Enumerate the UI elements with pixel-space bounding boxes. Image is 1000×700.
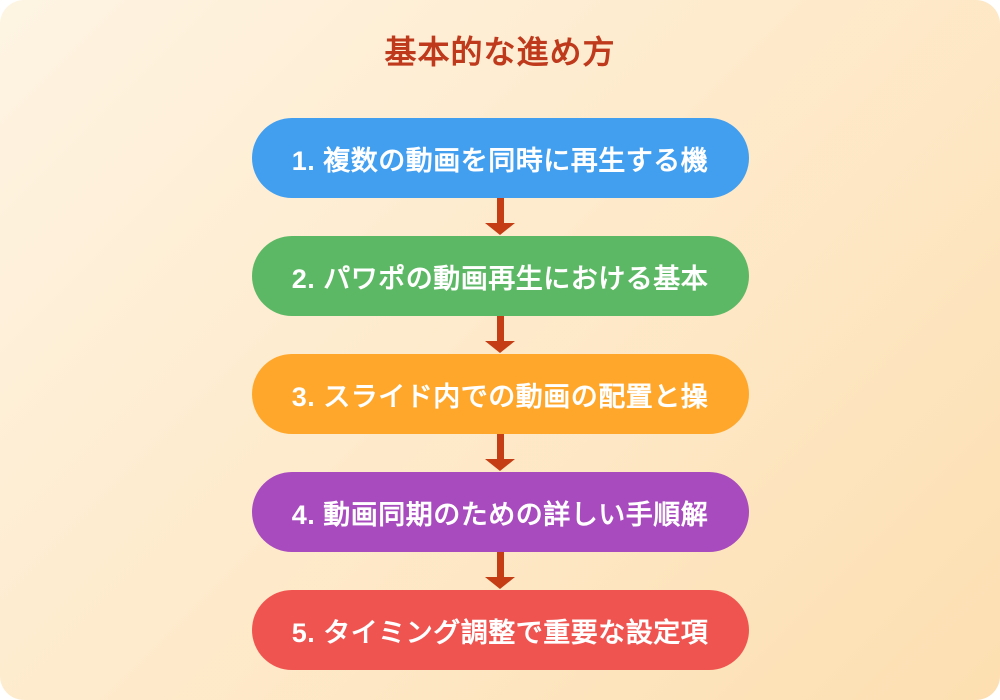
flow-step-label: 2. パワポの動画再生における基本 xyxy=(291,263,709,294)
flow-step-1: 1. 複数の動画を同時に再生する機 xyxy=(251,118,749,198)
flow-step-label: 3. スライド内での動画の配置と操 xyxy=(291,381,709,412)
arrow-stem xyxy=(496,552,504,578)
arrow-stem xyxy=(496,198,504,224)
flow-step-label: 1. 複数の動画を同時に再生する機 xyxy=(291,145,709,176)
page-title: 基本的な進め方 xyxy=(384,34,616,70)
flow-diagram: 1. 複数の動画を同時に再生する機 2. パワポの動画再生における基本 3. スライ… xyxy=(251,118,749,670)
down-arrow-icon xyxy=(252,552,749,590)
flow-step-label: 5. タイミング調整で重要な設定項 xyxy=(291,617,709,648)
arrow-head xyxy=(485,459,515,471)
arrow-stem xyxy=(496,316,504,342)
down-arrow-icon xyxy=(252,198,749,236)
flow-step-2: 2. パワポの動画再生における基本 xyxy=(251,236,749,316)
flow-step-5: 5. タイミング調整で重要な設定項 xyxy=(251,590,749,670)
arrow-head xyxy=(485,577,515,589)
down-arrow-icon xyxy=(252,316,749,354)
arrow-stem xyxy=(496,434,504,460)
down-arrow-icon xyxy=(252,434,749,472)
arrow-head xyxy=(485,223,515,235)
flow-step-label: 4. 動画同期のための詳しい手順解 xyxy=(291,499,709,530)
flow-step-3: 3. スライド内での動画の配置と操 xyxy=(251,354,749,434)
flow-step-4: 4. 動画同期のための詳しい手順解 xyxy=(251,472,749,552)
arrow-head xyxy=(485,341,515,353)
